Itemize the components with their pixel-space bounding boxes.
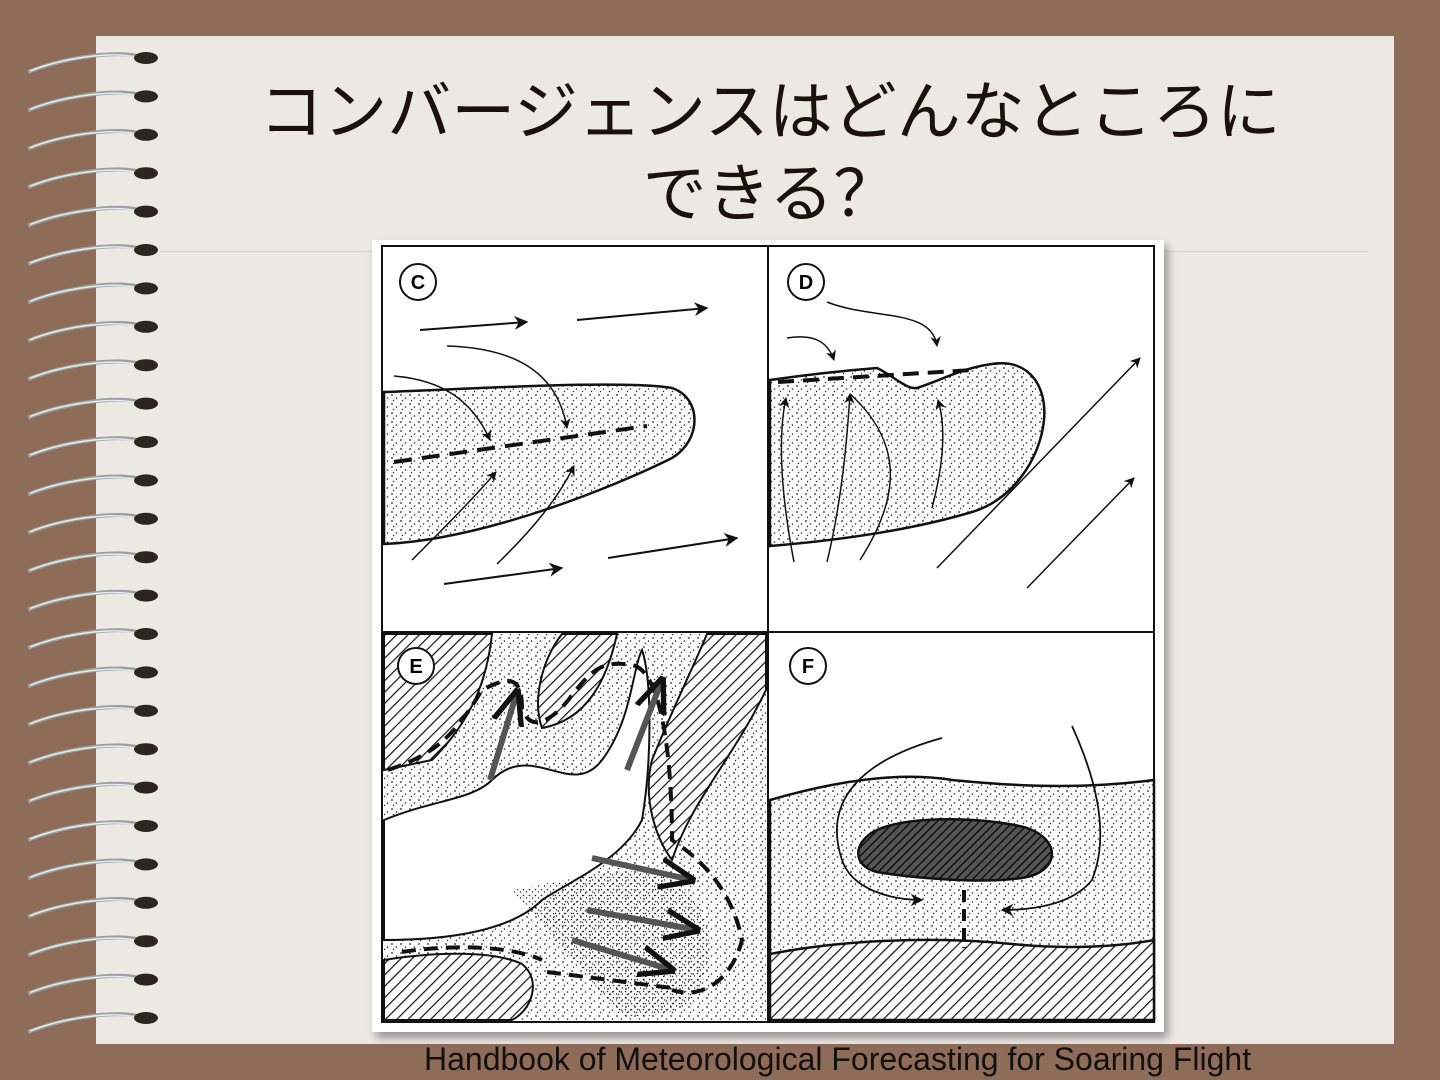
spiral-hole bbox=[134, 90, 158, 103]
panel-label-c: C bbox=[411, 272, 425, 294]
spiral-ring-highlight bbox=[29, 323, 137, 341]
spiral-hole bbox=[134, 282, 158, 295]
spiral-hole bbox=[134, 858, 158, 871]
spiral-hole bbox=[134, 512, 158, 525]
spiral-ring-highlight bbox=[29, 131, 137, 149]
spiral-ring-highlight bbox=[29, 783, 137, 802]
spiral-ring-highlight bbox=[29, 899, 137, 917]
spiral-hole bbox=[134, 743, 158, 756]
spiral-ring-highlight bbox=[29, 707, 137, 725]
spiral-ring-highlight bbox=[29, 169, 137, 187]
panel-label-d: D bbox=[799, 272, 813, 294]
spiral-ring-highlight bbox=[29, 361, 137, 379]
spiral-ring-highlight bbox=[29, 246, 137, 264]
spiral-ring-highlight bbox=[29, 860, 137, 879]
panel-c: C bbox=[382, 263, 739, 585]
spiral-ring-highlight bbox=[29, 668, 137, 687]
panel-f: F bbox=[768, 647, 1156, 1022]
spiral-hole bbox=[134, 320, 158, 333]
spiral-hole bbox=[134, 359, 158, 372]
spiral-hole bbox=[134, 820, 158, 832]
panel-e: E bbox=[383, 633, 767, 1021]
spiral-hole bbox=[134, 973, 158, 986]
panel-label-e: E bbox=[409, 656, 422, 678]
panel-label-f: F bbox=[802, 656, 814, 678]
spiral-hole bbox=[134, 436, 158, 448]
slide-title: コンバージェンスはどんなところに できる？ bbox=[220, 72, 1320, 236]
spiral-hole bbox=[134, 704, 158, 717]
spiral-ring-highlight bbox=[29, 515, 137, 533]
spiral-hole bbox=[134, 551, 158, 564]
spiral-binding bbox=[27, 52, 158, 1034]
spiral-hole bbox=[134, 128, 158, 141]
spiral-ring-highlight bbox=[29, 937, 137, 955]
spiral-ring-highlight bbox=[29, 630, 137, 648]
spiral-ring-highlight bbox=[29, 975, 137, 994]
spiral-ring-highlight bbox=[29, 1014, 137, 1032]
spiral-hole bbox=[134, 589, 158, 602]
spiral-hole bbox=[134, 781, 158, 794]
source-caption: Handbook of Meteorological Forecasting f… bbox=[424, 1041, 1252, 1077]
spiral-hole bbox=[134, 244, 158, 256]
spiral-hole bbox=[134, 628, 158, 640]
spiral-hole bbox=[134, 167, 158, 180]
spiral-hole bbox=[134, 205, 158, 218]
spiral-ring-highlight bbox=[29, 476, 137, 495]
spiral-ring-highlight bbox=[29, 54, 137, 72]
figure-svg: C D bbox=[381, 245, 1156, 1023]
title-line-2: できる？ bbox=[642, 158, 898, 232]
spiral-hole bbox=[134, 896, 158, 909]
spiral-hole bbox=[134, 666, 158, 679]
spiral-ring-highlight bbox=[29, 553, 137, 571]
spiral-hole bbox=[134, 474, 158, 487]
spiral-ring-highlight bbox=[29, 207, 137, 226]
spiral-ring-highlight bbox=[29, 438, 137, 456]
spiral-ring-highlight bbox=[29, 399, 137, 418]
spiral-hole bbox=[134, 935, 158, 948]
convergence-figure: C D bbox=[372, 240, 1164, 1032]
spiral-ring-highlight bbox=[29, 92, 137, 111]
panel-d: D bbox=[768, 263, 1141, 589]
spiral-ring-highlight bbox=[29, 591, 137, 610]
spiral-ring-highlight bbox=[29, 745, 137, 763]
spiral-hole bbox=[134, 397, 158, 410]
spiral-ring-highlight bbox=[29, 822, 137, 840]
title-line-1: コンバージェンスはどんなところに bbox=[259, 76, 1281, 150]
spiral-hole bbox=[134, 1012, 158, 1024]
spiral-ring-highlight bbox=[29, 284, 137, 303]
spiral-hole bbox=[134, 52, 158, 64]
